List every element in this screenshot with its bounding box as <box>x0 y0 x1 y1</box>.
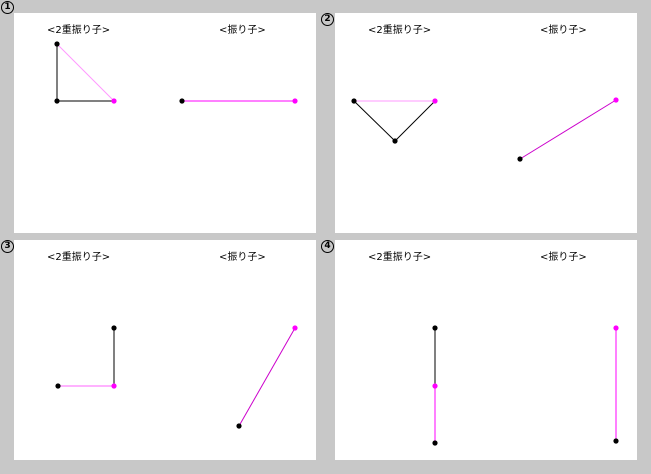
double-pendulum-label: <2重振り子> <box>368 25 432 36</box>
pendulum-pivot <box>613 438 619 444</box>
pendulum-pivot <box>179 98 185 104</box>
panel-1: <2重振り子> <振り子> <box>14 13 316 233</box>
pendulum-rod <box>519 99 617 160</box>
panel-3: <2重振り子> <振り子> <box>14 240 316 460</box>
pendulum-label: <振り子> <box>219 25 266 36</box>
double-pendulum-label: <2重振り子> <box>368 252 432 263</box>
light-link <box>56 43 115 102</box>
pendulum-bob <box>292 98 298 104</box>
double-pendulum-label: <2重振り子> <box>47 252 111 263</box>
joint-point <box>111 325 117 331</box>
joint-point <box>54 98 60 104</box>
joint-point <box>392 138 398 144</box>
circle-outline <box>1 1 14 14</box>
pendulum-label: <振り子> <box>219 252 266 263</box>
panel-4-diagram <box>432 325 619 446</box>
pivot-point <box>54 41 60 47</box>
panel-number-text: 2 <box>324 14 331 24</box>
pendulum-rod <box>238 327 296 427</box>
pivot-point <box>351 98 357 104</box>
joint-point <box>432 383 438 389</box>
panel-number-text: 1 <box>4 2 11 12</box>
pendulum-bob <box>292 325 298 331</box>
pendulum-bob <box>613 97 619 103</box>
black-link <box>353 100 396 142</box>
panel-3-diagram <box>55 325 298 429</box>
panel-number-text: 3 <box>4 241 11 251</box>
panel-1-diagram <box>54 41 298 104</box>
panel-2: <2重振り子> <振り子> <box>335 13 637 233</box>
pendulum-label: <振り子> <box>540 25 587 36</box>
pivot-point <box>432 325 438 331</box>
bob-point <box>111 98 117 104</box>
pendulum-label: <振り子> <box>540 252 587 263</box>
black-link <box>394 100 436 142</box>
pendulum-pivot <box>517 156 523 162</box>
bob-point <box>432 98 438 104</box>
circle-outline <box>321 240 334 253</box>
bob-point <box>111 383 117 389</box>
pendulum-bob <box>613 325 619 331</box>
circle-outline <box>321 13 334 26</box>
bob-point <box>432 440 438 446</box>
pendulum-pivot <box>236 423 242 429</box>
circle-outline <box>1 240 14 253</box>
panel-4: <2重振り子> <振り子> <box>335 240 637 460</box>
panel-number-text: 4 <box>324 241 331 251</box>
panel-2-diagram <box>351 97 619 162</box>
pivot-point <box>55 383 61 389</box>
double-pendulum-label: <2重振り子> <box>47 25 111 36</box>
